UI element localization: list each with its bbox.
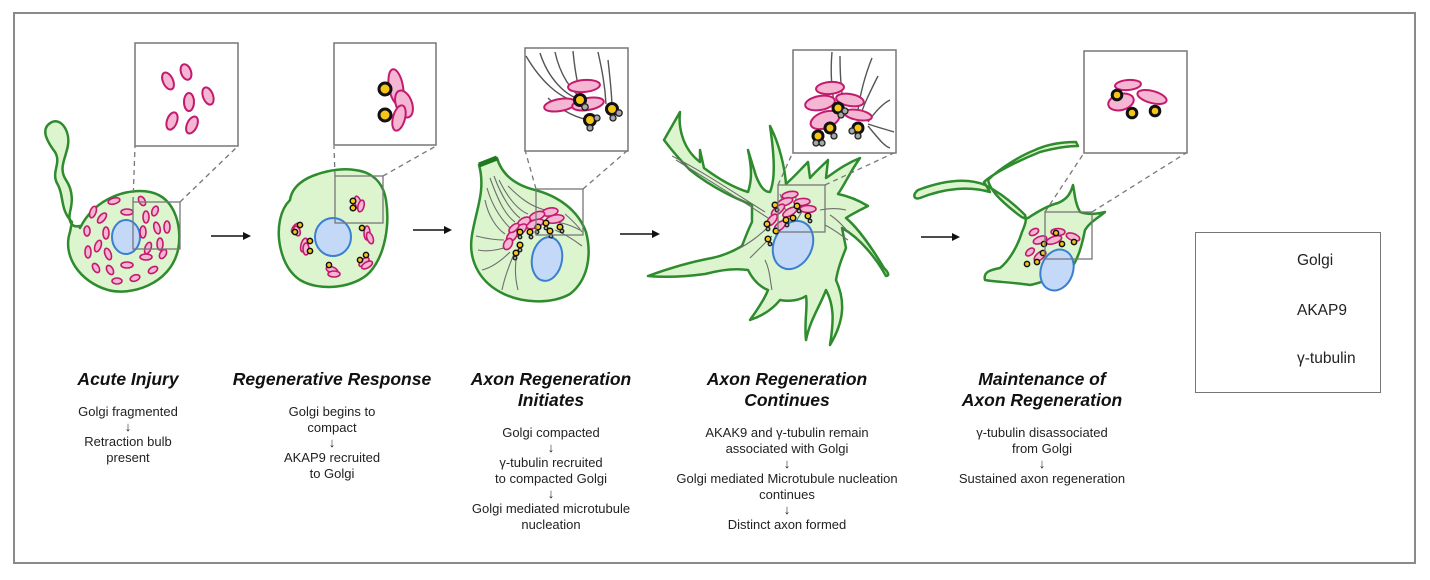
inset-stage-2 <box>333 42 437 146</box>
legend-label-gamma-tubulin: γ-tubulin <box>1297 350 1356 367</box>
legend-label-golgi: Golgi <box>1297 252 1334 269</box>
inset-stage-3 <box>524 47 629 152</box>
stage-step-text: Golgi compacted <box>502 425 600 440</box>
nucleus <box>771 219 815 271</box>
stage-step-text: AKAP9 recruited <box>283 450 381 465</box>
stage-title-line: Regenerative Response <box>232 369 432 389</box>
down-arrow-icon: ↓ <box>783 502 791 517</box>
stage-step-text: associated with Golgi <box>725 441 849 456</box>
down-arrow-icon: ↓ <box>328 435 336 450</box>
zoom-region <box>1044 211 1093 260</box>
stage-step-text: nucleation <box>521 517 581 532</box>
stage-title-line: Initiates <box>517 390 585 410</box>
stage-arrow <box>413 226 452 234</box>
stage-step-text: Golgi mediated Microtubule nucleation <box>676 471 898 486</box>
stage-5-illustration <box>913 50 1188 292</box>
compacted-golgi <box>502 207 565 261</box>
stage-arrow <box>211 232 251 240</box>
stage-arrow <box>620 230 660 238</box>
down-arrow-icon: ↓ <box>783 456 791 471</box>
stage-title-line: Maintenance of <box>978 369 1106 389</box>
down-arrow-icon: ↓ <box>547 486 555 501</box>
stage-title-line: Continues <box>744 390 830 410</box>
zoom-region <box>334 175 384 224</box>
compacting-golgi <box>290 195 375 278</box>
zoom-region <box>777 184 826 233</box>
stage-step-text: Golgi mediated microtubule <box>471 501 631 516</box>
stage-title-line: Acute Injury <box>77 369 179 389</box>
figure-frame <box>13 12 1416 564</box>
stage-step-text: continues <box>759 487 815 502</box>
zoom-region <box>535 188 584 236</box>
nucleus <box>1039 248 1075 292</box>
stage-step-text: γ-tubulin disassociated <box>976 425 1108 440</box>
stage-step-text: Sustained axon regeneration <box>958 471 1126 486</box>
down-arrow-icon: ↓ <box>124 419 132 434</box>
stage-step-text: Retraction bulb <box>84 434 172 449</box>
inset-stage-1 <box>134 42 239 147</box>
stage-1-illustration <box>44 42 239 293</box>
zoom-region <box>132 201 181 250</box>
stage-step-text: AKAK9 and γ-tubulin remain <box>705 425 869 440</box>
inset-stage-5 <box>1083 50 1188 154</box>
stage-step-text: to Golgi <box>309 466 355 481</box>
down-arrow-icon: ↓ <box>547 440 555 455</box>
inset-stage-4 <box>792 49 897 154</box>
stage-step-text: present <box>106 450 150 465</box>
stage-title-line: Axon Regeneration <box>961 390 1123 410</box>
stage-arrow <box>921 233 960 241</box>
legend-label-akap9: AKAP9 <box>1297 302 1347 319</box>
stage-step-text: to compacted Golgi <box>494 471 608 486</box>
microtubules <box>671 155 851 291</box>
stage-2-illustration <box>277 42 437 289</box>
stage-step-text: γ-tubulin recruited <box>499 455 603 470</box>
nucleus <box>314 217 352 257</box>
stage-4-illustration <box>646 49 897 347</box>
fragmented-golgi <box>83 195 171 285</box>
stage-step-text: Golgi fragmented <box>78 404 178 419</box>
down-arrow-icon: ↓ <box>1038 456 1046 471</box>
stage-step-text: from Golgi <box>1012 441 1072 456</box>
stage-title: Regenerative Response <box>233 369 431 390</box>
retraction-bulb-cell <box>44 120 181 293</box>
stage-3-illustration <box>469 47 629 303</box>
legend <box>1195 232 1381 393</box>
stage-step-text: Distinct axon formed <box>727 517 847 532</box>
golgi-with-akap9 <box>1023 227 1081 268</box>
stage-title: Acute Injury <box>77 369 178 390</box>
stage-title-line: Axon Regeneration <box>706 369 868 389</box>
stage-title-line: Axon Regeneration <box>470 369 632 389</box>
stage-step-text: Golgi begins to <box>288 404 376 419</box>
stage-step-text: compact <box>307 420 357 435</box>
